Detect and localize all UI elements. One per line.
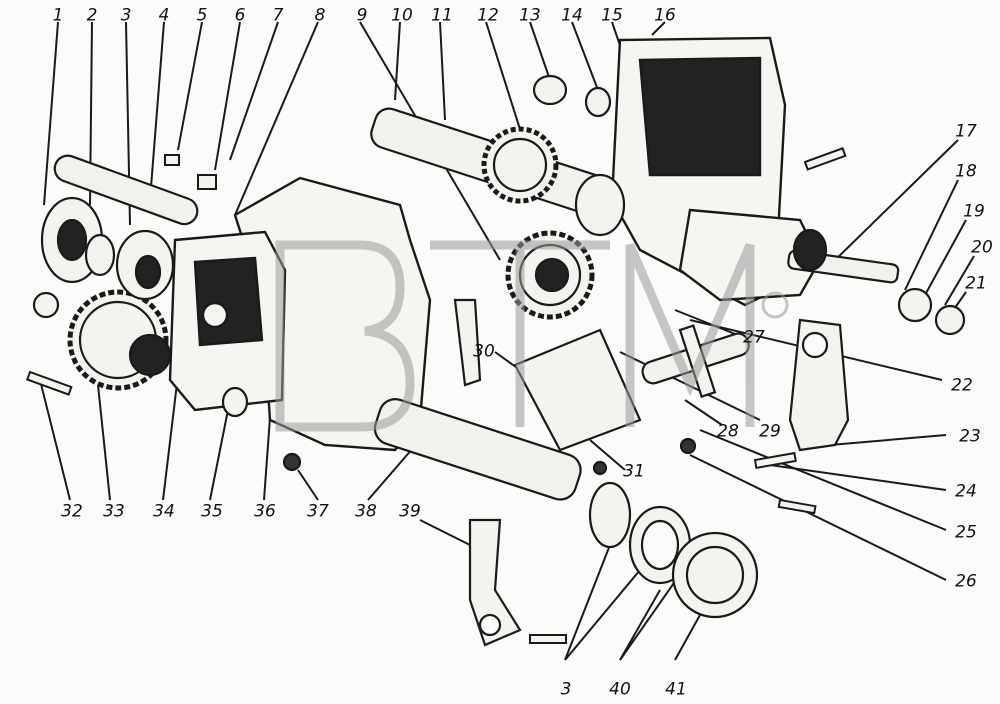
callout-33: 33 [103,501,125,522]
callout-18: 18 [955,161,977,182]
callout-38: 38 [355,501,377,522]
callout-28: 28 [717,421,739,442]
callout-2: 2 [86,5,98,26]
callout-17: 17 [955,121,977,142]
callout-23: 23 [959,426,981,447]
callout-24: 24 [955,481,977,502]
callout-1: 1 [52,5,64,26]
callout-21: 21 [965,273,987,294]
callout-26: 26 [955,571,977,592]
callout-16: 16 [654,5,676,26]
callout-5: 5 [196,5,208,26]
callout-31: 31 [623,461,645,482]
callout-3: 3 [120,5,132,26]
callout-15: 15 [601,5,623,26]
callout-3-bottom: 3 [560,679,572,700]
callout-7: 7 [272,5,284,26]
callout-40: 40 [609,679,631,700]
callout-6: 6 [234,5,246,26]
callout-29: 29 [759,421,781,442]
callout-39: 39 [399,501,421,522]
callout-20: 20 [971,237,993,258]
callout-10: 10 [391,5,413,26]
callout-12: 12 [477,5,499,26]
callout-41: 41 [665,679,687,700]
callout-8: 8 [314,5,326,26]
callout-32: 32 [61,501,83,522]
callout-35: 35 [201,501,223,522]
callout-25: 25 [955,522,977,543]
callout-27: 27 [743,327,765,348]
callout-36: 36 [254,501,276,522]
callout-13: 13 [519,5,541,26]
callout-9: 9 [356,5,368,26]
callout-30: 30 [473,341,495,362]
callout-19: 19 [963,201,985,222]
callout-4: 4 [158,5,170,26]
callout-37: 37 [307,501,329,522]
callout-22: 22 [951,375,973,396]
callout-34: 34 [153,501,175,522]
callout-14: 14 [561,5,583,26]
callout-11: 11 [431,5,453,26]
